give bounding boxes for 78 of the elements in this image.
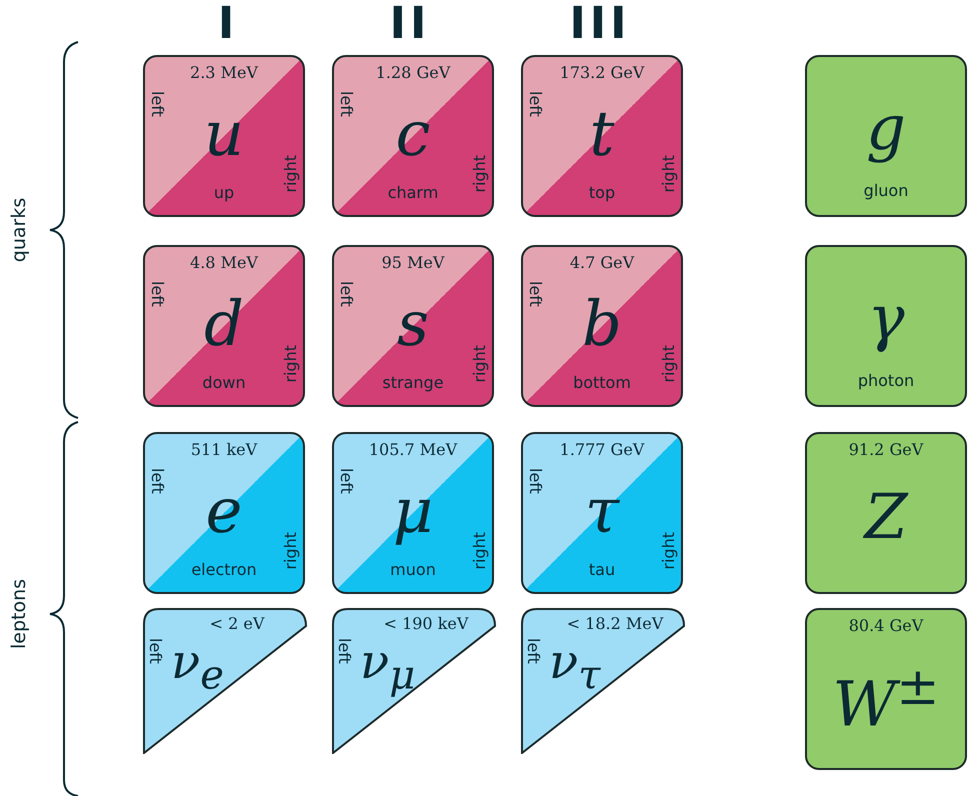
- particle-symbol: s: [397, 293, 429, 355]
- particle-symbol: t: [590, 103, 614, 165]
- particle-name: bottom: [573, 375, 631, 391]
- mass-label: < 2 eV: [210, 616, 264, 632]
- group-label: quarks: [10, 198, 29, 262]
- particle-name: tau: [588, 562, 616, 578]
- chirality-label: left: [149, 91, 165, 117]
- particle-card: [332, 432, 494, 594]
- particle-name: top: [588, 185, 616, 201]
- chirality-label: right: [661, 155, 677, 193]
- particle-name: up: [214, 185, 234, 201]
- chirality-label: left: [338, 468, 354, 494]
- chirality-label: right: [472, 532, 488, 570]
- chirality-label: left: [527, 281, 543, 307]
- chirality-label: right: [661, 532, 677, 570]
- particle-card: [332, 55, 494, 217]
- chirality-label: right: [472, 155, 488, 193]
- mass-label: 1.28 GeV: [376, 65, 450, 81]
- particle-name: charm: [388, 185, 438, 201]
- mass-label: 511 keV: [190, 442, 258, 458]
- generation-label: III: [569, 2, 631, 46]
- chirality-label: left: [149, 468, 165, 494]
- chirality-label: right: [283, 345, 299, 383]
- particle-card: [143, 432, 305, 594]
- particle-name: gluon: [864, 183, 908, 199]
- particle-card: [521, 55, 683, 217]
- particle-symbol: ν$_{τ}$: [549, 638, 600, 696]
- particle-card: [521, 432, 683, 594]
- particle-symbol: b: [582, 293, 622, 355]
- particle-name: electron: [191, 562, 257, 578]
- particle-card: [143, 245, 305, 407]
- mass-label: 80.4 GeV: [848, 618, 924, 634]
- mass-label: 173.2 GeV: [560, 65, 644, 81]
- particle-name: photon: [858, 373, 914, 389]
- chirality-label: left: [525, 638, 541, 664]
- mass-label: 2.3 MeV: [190, 65, 258, 81]
- group-label: leptons: [10, 578, 29, 650]
- mass-label: < 18.2 MeV: [566, 616, 664, 632]
- mass-label: 4.7 GeV: [570, 255, 634, 271]
- particle-card: [805, 608, 967, 770]
- chirality-label: left: [527, 468, 543, 494]
- mass-label: 95 MeV: [382, 255, 444, 271]
- particle-symbol: c: [396, 103, 430, 165]
- particle-card: [805, 432, 967, 594]
- particle-name: strange: [382, 375, 444, 391]
- particle-card: [521, 608, 685, 754]
- chirality-label: right: [472, 345, 488, 383]
- chirality-label: left: [338, 281, 354, 307]
- particle-card: [143, 55, 305, 217]
- chirality-label: right: [661, 345, 677, 383]
- particle-card: [332, 608, 496, 754]
- particle-card: [332, 245, 494, 407]
- chirality-label: left: [147, 638, 163, 664]
- particle-card: [143, 608, 307, 754]
- particle-card: [521, 245, 683, 407]
- chirality-label: left: [527, 91, 543, 117]
- generation-label: I: [218, 2, 238, 46]
- chirality-label: left: [149, 281, 165, 307]
- particle-symbol: ν$_{μ}$: [360, 638, 416, 696]
- mass-label: 4.8 MeV: [190, 255, 258, 271]
- particle-symbol: d: [204, 293, 244, 355]
- chirality-label: right: [283, 155, 299, 193]
- particle-symbol: ν$_{e}$: [171, 638, 224, 696]
- particle-symbol: u: [204, 103, 244, 165]
- particle-card: [805, 245, 967, 407]
- mass-label: 1.777 GeV: [560, 442, 644, 458]
- mass-label: 91.2 GeV: [848, 442, 924, 458]
- particle-name: down: [202, 375, 246, 391]
- particle-card: [805, 55, 967, 217]
- chirality-label: left: [336, 638, 352, 664]
- mass-label: < 190 keV: [384, 616, 468, 632]
- chirality-label: right: [283, 532, 299, 570]
- mass-label: 105.7 MeV: [368, 442, 458, 458]
- particle-name: muon: [390, 562, 436, 578]
- generation-label: II: [390, 2, 430, 46]
- particle-symbol: Z: [864, 486, 908, 548]
- particle-symbol: W$^{±}$: [832, 662, 940, 736]
- chirality-label: left: [338, 91, 354, 117]
